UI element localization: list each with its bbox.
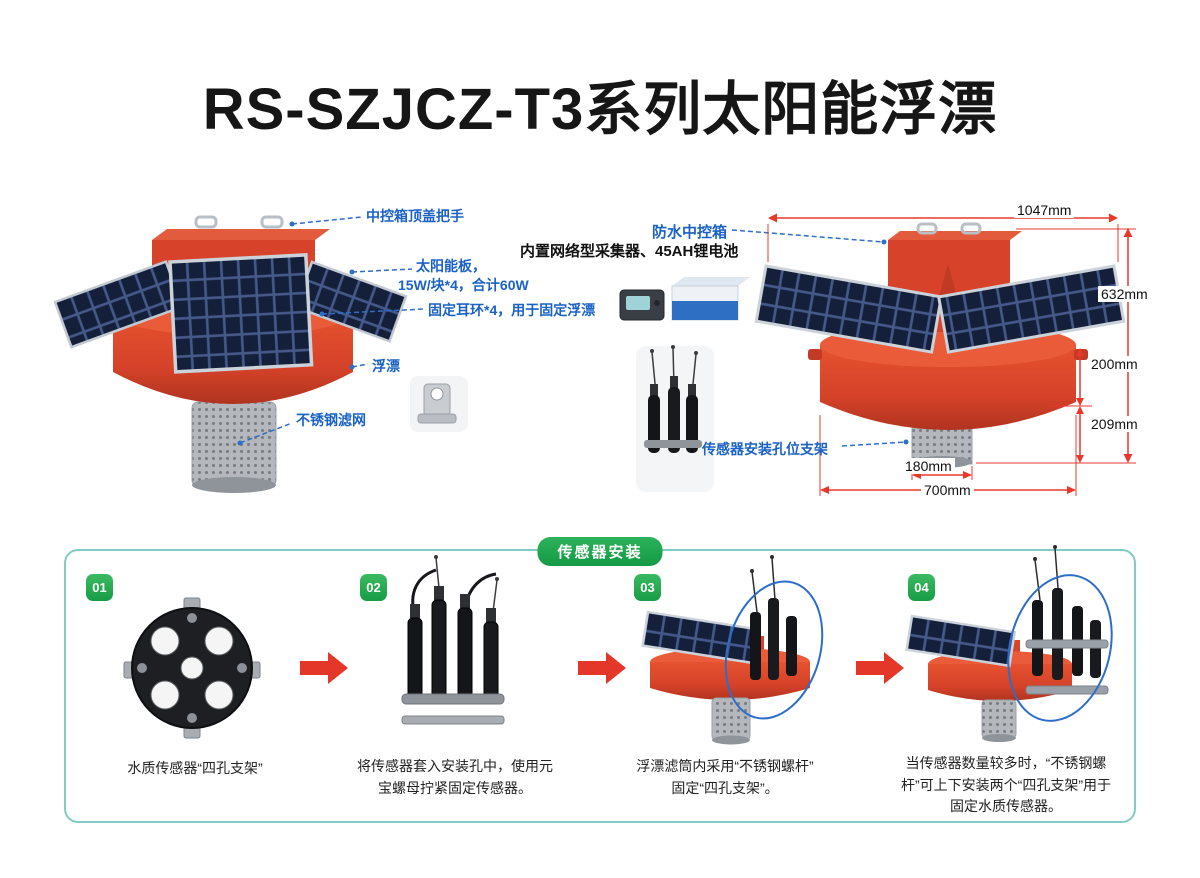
callout-solar-label-1: 太阳能板， [416,258,486,274]
step4-buoy-double-bracket-illustration [905,545,1113,742]
step-caption-02: 将传感器套入安装孔中，使用元宝螺母拧紧固定传感器。 [357,758,553,796]
arrow-right-icon [856,652,904,684]
callout-handle-label: 中控箱顶盖把手 [366,208,464,224]
box-handle [194,215,218,229]
step2-sensors-illustration [401,555,505,725]
solar-panel-left [754,264,944,354]
step-badge-04: 04 [908,574,935,601]
mounting-lug-illustration [410,376,468,432]
callout-filter-label: 不锈钢滤网 [296,412,366,428]
dim-180mm: 180mm [902,458,955,474]
page-title: RS-SZJCZ-T3系列太阳能浮漂 [202,77,998,142]
right-buoy-illustration [754,213,1136,496]
step3-buoy-sensors-illustration [641,555,824,745]
box-handle [916,222,938,235]
sensor-probes-illustration [636,345,714,492]
step-caption-01: 水质传感器“四孔支架” [127,760,263,776]
section-title-pill: 传感器安装 [537,537,663,566]
callout-lines-middle [731,229,907,447]
arrow-right-icon [578,652,626,684]
collector-illustration [619,289,665,321]
step-badge-01: 01 [86,574,113,601]
dim-700mm: 700mm [921,482,974,498]
sensor-bracket-label: 传感器安装孔位支架 [702,441,828,457]
arrow-right-icon [300,652,348,684]
step-badge-03: 03 [634,574,661,601]
filter-mesh [191,401,277,487]
solar-panel-front [168,253,314,374]
callout-lines-left [239,216,425,444]
step-caption-04: 当传感器数量较多时，“不锈钢螺杆”可上下安装两个“四孔支架”用于固定水质传感器。 [901,755,1111,815]
callout-ring-label: 固定耳环*4，用于固定浮漂 [428,302,596,318]
box-handle [960,222,982,235]
callout-buoy-label: 浮漂 [372,358,400,374]
step-caption-03: 浮漂滤筒内采用“不锈钢螺杆”固定“四孔支架”。 [636,758,814,796]
dimension-arrowheads [768,213,1133,494]
collector-label: 内置网络型采集器、45AH锂电池 [520,243,739,260]
battery-illustration [671,277,750,321]
dim-1047mm: 1047mm [1014,202,1075,218]
highlight-ellipse [724,580,824,720]
left-buoy-illustration [53,215,468,493]
step1-four-hole-bracket-illustration [123,597,261,739]
dim-200mm: 200mm [1088,356,1141,372]
buoy-drum [820,345,1076,430]
step-arrows [300,652,904,684]
highlight-ellipse [1007,574,1113,722]
box-handle [260,215,284,229]
dim-632mm: 632mm [1098,286,1151,302]
dim-209mm: 209mm [1088,416,1141,432]
step-badge-02: 02 [360,574,387,601]
callout-solar-label-2: 15W/块*4，合计60W [398,277,529,293]
waterproof-box-label: 防水中控箱 [652,224,728,241]
